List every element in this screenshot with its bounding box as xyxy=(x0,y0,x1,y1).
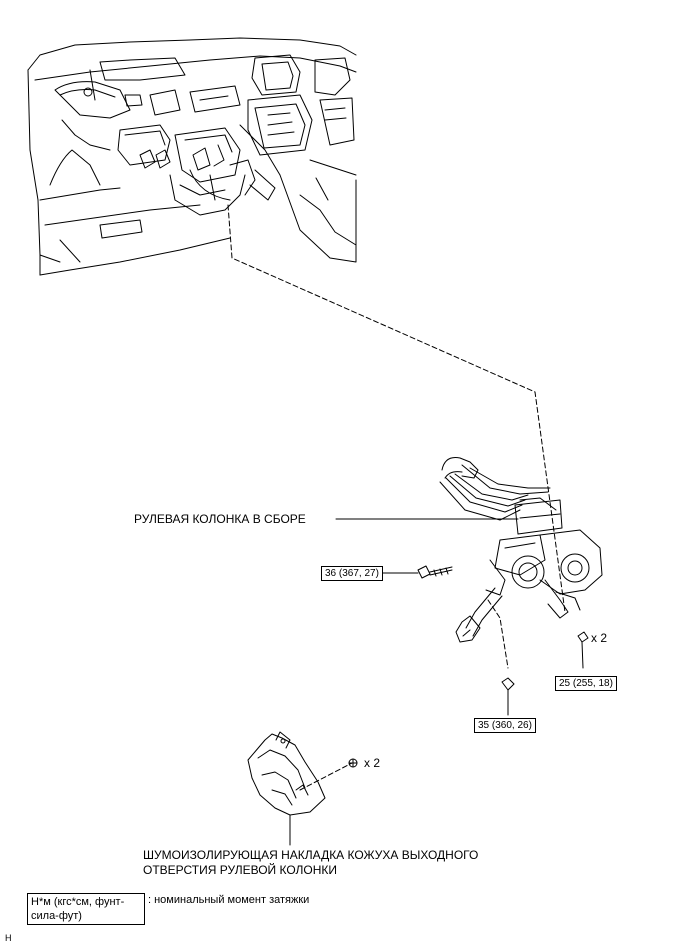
silencer-label-line1: ШУМОИЗОЛИРУЮЩАЯ НАКЛАДКА КОЖУХА ВЫХОДНОГ… xyxy=(143,848,479,862)
leader-lines xyxy=(227,204,566,791)
silencer-label-line2: ОТВЕРСТИЯ РУЛЕВОЙ КОЛОНКИ xyxy=(143,863,338,877)
steering-column-label: РУЛЕВАЯ КОЛОНКА В СБОРЕ xyxy=(134,512,306,526)
quantity-silencer-clips: x 2 xyxy=(364,756,381,770)
torque-units-legend: Н*м (кгс*см, фунт- сила-фут) xyxy=(27,893,145,925)
torque-bolt-upper: 36 (367, 27) xyxy=(321,566,383,581)
legend-description: : номинальный момент затяжки xyxy=(148,894,310,906)
clip-drawing xyxy=(348,758,358,768)
legend-units-line2: сила-фут) xyxy=(31,910,82,922)
steering-column-drawing xyxy=(417,457,603,643)
callout-lines xyxy=(335,518,519,574)
instrument-panel-drawing xyxy=(27,37,357,276)
legend-units-line1: Н*м (кгс*см, фунт- xyxy=(31,896,125,908)
nut-lower-drawing xyxy=(501,677,515,716)
nut-right-drawing xyxy=(577,631,589,669)
figure-code: H xyxy=(5,933,12,943)
torque-nut-right: 25 (255, 18) xyxy=(555,676,617,691)
quantity-nut-right: x 2 xyxy=(591,631,608,645)
silencer-pad-drawing xyxy=(247,731,326,846)
torque-nut-lower: 35 (360, 26) xyxy=(474,718,536,733)
